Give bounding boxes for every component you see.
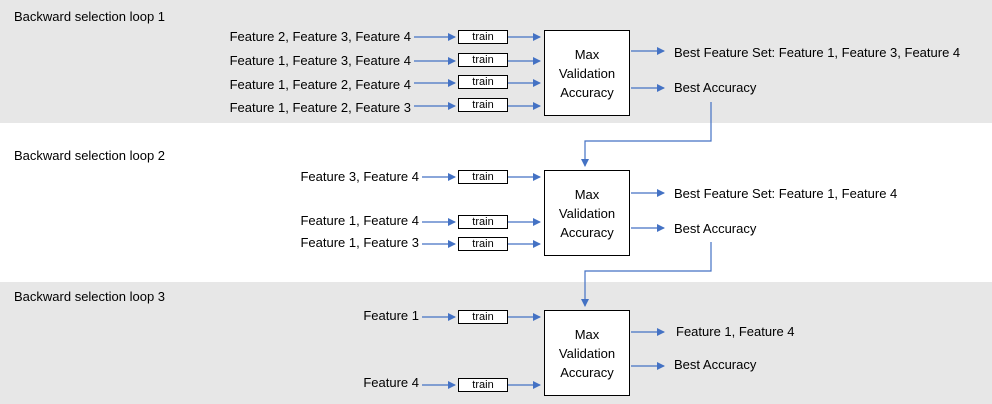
loop-2-title: Backward selection loop 2 bbox=[14, 148, 166, 163]
max-line: Max bbox=[574, 46, 600, 62]
loop-3-train-box-2: train bbox=[458, 378, 508, 392]
loop-1-title: Backward selection loop 1 bbox=[14, 9, 166, 24]
loop-1-input-2-label: Feature 1, Feature 3, Feature 4 bbox=[229, 53, 411, 68]
loop-3-input-1-label: Feature 1 bbox=[363, 308, 419, 323]
loop-2-train-box-2: train bbox=[458, 215, 508, 229]
loop-1-best-feature-set: Best Feature Set: Feature 1, Feature 3, … bbox=[674, 45, 961, 60]
loop-3-train-box-1: train bbox=[458, 310, 508, 324]
loop-3-input-2-label: Feature 4 bbox=[363, 375, 419, 390]
loop-1-input-4-label: Feature 1, Feature 2, Feature 3 bbox=[229, 100, 411, 115]
loop-1-train-box-4: train bbox=[458, 98, 508, 112]
validation-line: Validation bbox=[558, 65, 616, 81]
max-line: Max bbox=[574, 326, 600, 342]
loop-3-best-feature-set: Feature 1, Feature 4 bbox=[676, 324, 795, 339]
loop-2-band bbox=[0, 123, 992, 282]
loop-3-best-accuracy: Best Accuracy bbox=[674, 357, 757, 372]
loop-1-train-box-2: train bbox=[458, 53, 508, 67]
loop-2-best-accuracy: Best Accuracy bbox=[674, 221, 757, 236]
loop-2-train-box-1: train bbox=[458, 170, 508, 184]
loop-3-title: Backward selection loop 3 bbox=[14, 289, 166, 304]
loop-2-input-1-label: Feature 3, Feature 4 bbox=[300, 169, 419, 184]
validation-line: Validation bbox=[558, 345, 616, 361]
loop-1-best-accuracy: Best Accuracy bbox=[674, 80, 757, 95]
loop-1-train-box-1: train bbox=[458, 30, 508, 44]
accuracy-line: Accuracy bbox=[560, 224, 614, 240]
loop-2-input-2-label: Feature 1, Feature 4 bbox=[300, 213, 419, 228]
accuracy-line: Accuracy bbox=[560, 364, 614, 380]
loop-2-train-box-3: train bbox=[458, 237, 508, 251]
loop-1-input-3-label: Feature 1, Feature 2, Feature 4 bbox=[229, 77, 411, 92]
validation-line: Validation bbox=[558, 205, 616, 221]
max-line: Max bbox=[574, 186, 600, 202]
loop-2-best-feature-set: Best Feature Set: Feature 1, Feature 4 bbox=[674, 186, 898, 201]
loop-2-input-3-label: Feature 1, Feature 3 bbox=[300, 235, 419, 250]
loop-1-input-1-label: Feature 2, Feature 3, Feature 4 bbox=[229, 29, 411, 44]
loop-1-train-box-3: train bbox=[458, 75, 508, 89]
accuracy-line: Accuracy bbox=[560, 84, 614, 100]
